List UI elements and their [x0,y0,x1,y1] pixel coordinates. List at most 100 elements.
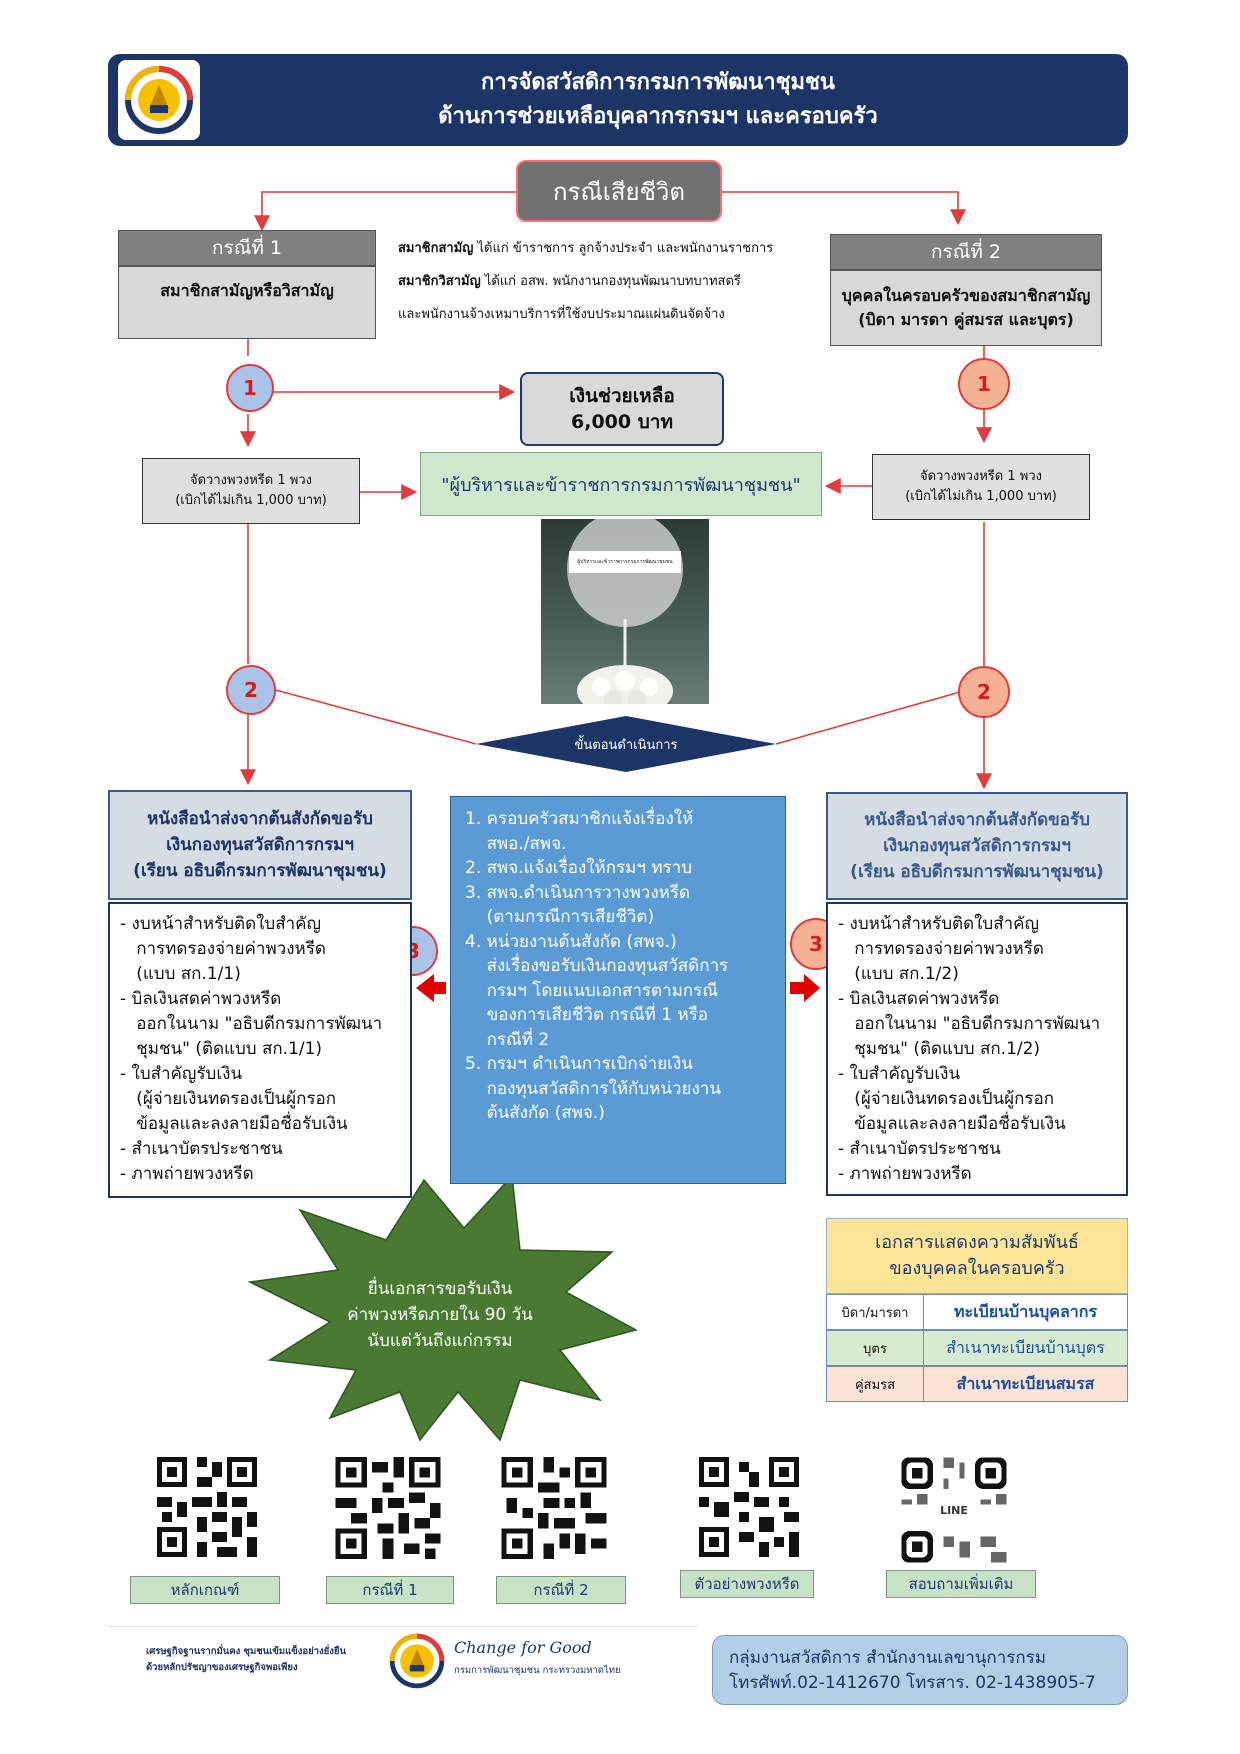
relationship-head-line1: เอกสารแสดงความสัมพันธ์ [875,1232,1079,1253]
left-doc-item: - ภาพถ่ายพวงหรีด [120,1164,254,1184]
step-line: ต้นสังกัด (สพจ.) [465,1103,605,1123]
procedure-label: ขั้นตอนดำเนินการ [574,737,678,753]
step-line: 4. หน่วยงานต้นสังกัด (สพจ.) [465,931,677,952]
regular-member-label: สมาชิกสามัญ [398,241,474,256]
step-line: กรมฯ โดยแนบเอกสารตามกรณี [465,980,719,1001]
right-doc-head-line1: หนังสือนำส่งจากต้นสังกัดขอรับ [864,810,1090,830]
left-doc-item: (ผู้จ่ายเงินทดรองเป็นผู้กรอก [120,1089,337,1109]
special-member-label: สมาชิกวิสามัญ [398,274,481,289]
executives-label: "ผู้บริหารและข้าราชการกรมการพัฒนาชุมชน" [420,452,822,516]
case2-header: กรณีที่ 2 [830,234,1102,270]
right-doc-item: ชุมชน" (ติดแบบ สก.1/2) [838,1039,1041,1059]
contact-line2: โทรศัพท์.02-1412670 โทรสาร. 02-1438905-7 [729,1673,1096,1693]
procedure-diamond-shape [476,716,776,772]
right-doc-header: หนังสือนำส่งจากต้นสังกัดขอรับ เงินกองทุน… [826,792,1128,900]
qr-code-case1[interactable] [330,1452,446,1564]
right-doc-item: ออกในนาม "อธิบดีกรมการพัฒนา [838,1014,1101,1034]
right-doc-list: - งบหน้าสำหรับติดใบสำคัญ การทดรองจ่ายค่า… [826,902,1128,1196]
left-doc-header: หนังสือนำส่งจากต้นสังกัดขอรับ เงินกองทุน… [108,790,412,900]
right-doc-item: (ผู้จ่ายเงินทดรองเป็นผู้กรอก [838,1089,1055,1109]
step2-circle-left: 2 [226,665,276,715]
right-doc-item: ข้อมูลและลงลายมือชื่อรับเงิน [838,1114,1066,1134]
case2-body-line1: บุคคลในครอบครัวของสมาชิกสามัญ [841,286,1091,305]
relationship-key: บุตร [827,1331,924,1365]
qr-code-case2[interactable] [496,1452,612,1564]
wreath-left-line2: (เบิกได้ไม่เกิน 1,000 บาท) [175,493,327,508]
wreath-right-line2: (เบิกได้ไม่เกิน 1,000 บาท) [905,489,1057,504]
deadline-starburst [247,1174,639,1442]
photo-caption: ผู้บริหารและข้าราชการกรมการพัฒนาชุมชน [577,559,673,565]
special-member-def: สมาชิกวิสามัญ ได้แก่ อสพ. พนักงานกองทุนพ… [398,265,838,298]
footer-logo-icon [388,1632,446,1690]
qr-label-line-contact: สอบถามเพิ่มเติม [886,1570,1036,1598]
relationship-header: เอกสารแสดงความสัมพันธ์ ของบุคคลในครอบครั… [826,1218,1128,1294]
step-line: ส่งเรื่องขอรับเงินกองทุนสวัสดิการ [465,956,729,976]
header-title: การจัดสวัสดิการกรมการพัฒนาชุมชน ด้านการช… [208,64,1108,136]
relationship-value: ทะเบียนบ้านบุคลากร [953,1301,1098,1321]
deadline-text: ยื่นเอกสารขอรับเงิน ค่าพวงหรีดภายใน 90 ว… [330,1270,550,1360]
footer-change-text: Change for Good [454,1638,592,1657]
qr-code-line-contact[interactable]: LINE [896,1452,1012,1568]
left-doc-item: ชุมชน" (ติดแบบ สก.1/1) [120,1039,323,1059]
qr-label-criteria: หลักเกณฑ์ [130,1576,280,1604]
procedure-steps-box: 1. ครอบครัวสมาชิกแจ้งเรื่องให้ สพอ./สพจ.… [450,796,786,1184]
line-center-text: LINE [940,1503,968,1517]
left-doc-item: - สำเนาบัตรประชาชน [120,1139,283,1159]
qr-label-wreath-sample: ตัวอย่างพวงหรีด [680,1570,814,1598]
regular-member-def: สมาชิกสามัญ ได้แก่ ข้าราชการ ลูกจ้างประจ… [398,232,838,265]
step-line: 2. สพจ.แจ้งเรื่องให้กรมฯ ทราบ [465,858,693,878]
qr-code-wreath-sample[interactable] [694,1452,804,1562]
left-doc-item: - บิลเงินสดค่าพวงหรีด [120,989,282,1009]
right-doc-head-line2: เงินกองทุนสวัสดิการกรมฯ [883,836,1071,856]
special-member-text2: และพนักงานจ้างเหมาบริการที่ใช้งบประมาณแผ… [398,307,725,322]
qr-label-case1: กรณีที่ 1 [326,1576,454,1604]
step1-circle-right: 1 [958,358,1010,410]
right-red-arrow [790,974,820,1002]
relationship-value: สำเนาทะเบียนบ้านบุตร [946,1337,1105,1357]
deadline-line1: ยื่นเอกสารขอรับเงิน [367,1279,513,1299]
deadline-line2: ค่าพวงหรีดภายใน 90 วัน [347,1305,533,1325]
footer-dept-text: กรมการพัฒนาชุมชน กระทรวงมหาดไทย [454,1665,621,1676]
left-doc-head-line1: หนังสือนำส่งจากต้นสังกัดขอรับ [147,809,373,829]
left-doc-item: การทดรองจ่ายค่าพวงหรีด [120,939,326,959]
relationship-head-line2: ของบุคคลในครอบครัว [889,1258,1065,1279]
right-doc-item: (แบบ สก.1/2) [838,964,959,984]
left-red-arrow [416,974,446,1002]
aid-amount-box: เงินช่วยเหลือ 6,000 บาท [520,372,724,446]
right-doc-item: - บิลเงินสดค่าพวงหรีด [838,989,1000,1009]
contact-line1: กลุ่มงานสวัสดิการ สำนักงานเลขานุการกรม [729,1648,1047,1668]
footer-slogan-line1: เศรษฐกิจฐานรากมั่นคง ชุมชนเข้มแข็งอย่างย… [146,1646,346,1657]
left-doc-item: ข้อมูลและลงลายมือชื่อรับเงิน [120,1114,348,1134]
right-doc-item: การทดรองจ่ายค่าพวงหรีด [838,939,1044,959]
step1-circle-left: 1 [226,364,274,412]
footer-divider [108,1626,698,1627]
wreath-photo: ผู้บริหารและข้าราชการกรมการพัฒนาชุมชน [541,519,709,704]
cdd-logo-icon [118,60,200,140]
footer-slogan: เศรษฐกิจฐานรากมั่นคง ชุมชนเข้มแข็งอย่างย… [146,1644,382,1676]
relationship-row: บุตร สำเนาทะเบียนบ้านบุตร [826,1330,1128,1366]
relationship-key: คู่สมรส [827,1367,924,1401]
special-member-text: ได้แก่ อสพ. พนักงานกองทุนพัฒนาบทบาทสตรี [480,274,741,289]
left-doc-head-line3: (เรียน อธิบดีกรมการพัฒนาชุมชน) [133,861,387,881]
left-doc-head-line2: เงินกองทุนสวัสดิการกรมฯ [166,835,354,855]
qr-code-criteria[interactable] [152,1452,262,1562]
footer-change-for-good: Change for Good กรมการพัฒนาชุมชน กระทรวง… [454,1638,684,1678]
step-line: ของการเสียชีวิต กรณีที่ 1 หรือ [465,1005,708,1025]
step-line: 3. สพจ.ดำเนินการวางพวงหรีด [465,882,691,903]
step-line: กรณีที่ 2 [465,1029,550,1050]
step-line: 5. กรมฯ ดำเนินการเบิกจ่ายเงิน [465,1054,693,1074]
right-doc-item: - ใบสำคัญรับเงิน [838,1064,961,1084]
case2-body-line2: (บิดา มารดา คู่สมรส และบุตร) [858,310,1074,329]
relationship-key: บิดา/มารดา [827,1295,924,1329]
member-definitions: สมาชิกสามัญ ได้แก่ ข้าราชการ ลูกจ้างประจ… [398,232,838,331]
case2-body: บุคคลในครอบครัวของสมาชิกสามัญ (บิดา มารด… [830,270,1102,346]
death-case-box: กรณีเสียชีวิต [516,160,722,222]
relationship-row: คู่สมรส สำเนาทะเบียนสมรส [826,1366,1128,1402]
left-doc-item: - ใบสำคัญรับเงิน [120,1064,243,1084]
regular-member-text: ได้แก่ ข้าราชการ ลูกจ้างประจำ และพนักงาน… [473,241,774,256]
relationship-value: สำเนาทะเบียนสมรส [956,1373,1095,1393]
header-banner: การจัดสวัสดิการกรมการพัฒนาชุมชน ด้านการช… [108,54,1128,146]
right-doc-head-line3: (เรียน อธิบดีกรมการพัฒนาชุมชน) [850,862,1104,882]
header-title-line1: การจัดสวัสดิการกรมการพัฒนาชุมชน [481,70,835,95]
